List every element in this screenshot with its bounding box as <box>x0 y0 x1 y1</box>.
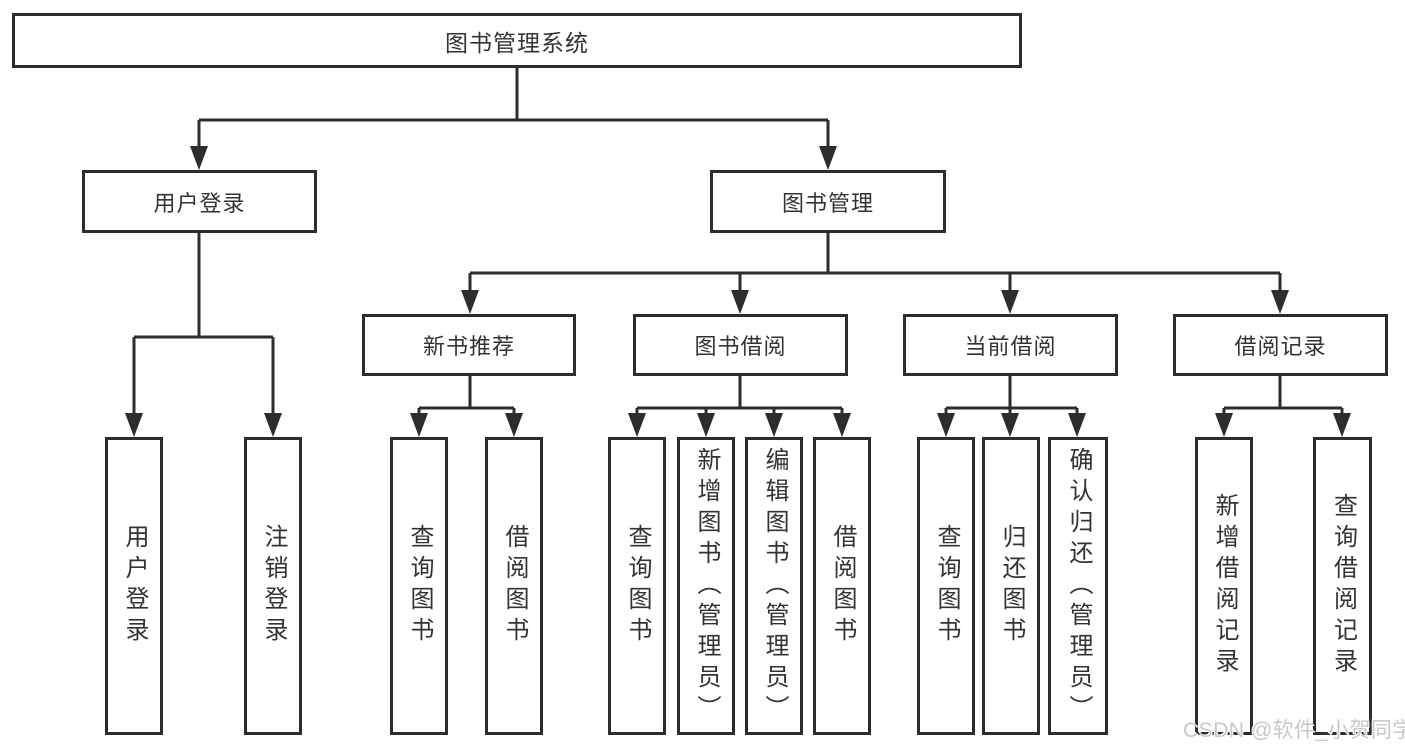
csdn-watermark: CSDN @软件_小贺同学 <box>1183 719 1405 742</box>
leaf-add-borrow-record: 新增借阅记录 <box>1195 437 1253 735</box>
leaf-query-books-recommend: 查询图书 <box>390 437 448 735</box>
arrowhead <box>1215 413 1233 437</box>
node-library-system: 图书管理系统 <box>12 13 1022 68</box>
arrowhead <box>505 413 523 437</box>
node-label: 用户登录 <box>153 190 246 216</box>
node-current-borrow: 当前借阅 <box>903 314 1118 376</box>
node-label: 归还图书 <box>998 524 1025 648</box>
node-label: 查询借阅记录 <box>1329 493 1357 679</box>
node-book-management: 图书管理 <box>710 170 946 233</box>
leaf-borrow-books: 借阅图书 <box>813 437 871 735</box>
node-label: 查询图书 <box>406 524 433 648</box>
node-label: 借阅图书 <box>829 524 856 648</box>
arrowhead <box>125 413 143 437</box>
arrowhead <box>264 413 282 437</box>
leaf-query-borrow-record: 查询借阅记录 <box>1313 437 1372 735</box>
node-label: 确认归还（管理员） <box>1065 446 1092 726</box>
leaf-add-book-admin: 新增图书（管理员） <box>677 437 735 735</box>
node-label: 图书管理系统 <box>445 29 589 56</box>
arrowhead <box>1333 413 1351 437</box>
node-label: 用户登录 <box>121 524 148 648</box>
arrowhead <box>190 146 208 170</box>
node-user-login: 用户登录 <box>82 170 317 233</box>
arrowhead <box>765 413 783 437</box>
node-label: 注销登录 <box>260 524 287 648</box>
arrowhead <box>731 290 749 314</box>
node-borrow-records: 借阅记录 <box>1173 314 1388 376</box>
arrowhead <box>1001 290 1019 314</box>
arrowhead <box>1068 413 1086 437</box>
arrowhead <box>1271 290 1289 314</box>
leaf-borrow-books-recommend: 借阅图书 <box>485 437 543 735</box>
node-book-borrow: 图书借阅 <box>633 314 848 376</box>
node-label: 新增图书（管理员） <box>693 446 720 726</box>
node-label: 图书借阅 <box>694 334 787 359</box>
arrowhead <box>1001 413 1019 437</box>
node-label: 借阅图书 <box>501 524 528 648</box>
leaf-logout: 注销登录 <box>244 437 302 735</box>
node-label: 新增借阅记录 <box>1211 493 1238 679</box>
arrowhead <box>937 413 955 437</box>
leaf-return-book: 归还图书 <box>982 437 1040 735</box>
arrowhead <box>410 413 428 437</box>
node-label: 新书推荐 <box>422 334 515 359</box>
arrowhead <box>833 413 851 437</box>
node-label: 查询图书 <box>624 524 651 648</box>
arrowhead <box>461 290 479 314</box>
arrowhead <box>819 146 837 170</box>
leaf-edit-book-admin: 编辑图书（管理员） <box>745 437 803 735</box>
node-new-book-recommend: 新书推荐 <box>362 314 576 376</box>
node-label: 编辑图书（管理员） <box>761 446 788 726</box>
arrowhead <box>697 413 715 437</box>
leaf-query-books-borrow: 查询图书 <box>608 437 666 735</box>
node-label: 查询图书 <box>933 524 960 648</box>
node-label: 借阅记录 <box>1234 334 1327 359</box>
leaf-user-login: 用户登录 <box>105 437 163 735</box>
leaf-confirm-return-admin: 确认归还（管理员） <box>1048 437 1108 735</box>
node-label: 当前借阅 <box>964 334 1057 359</box>
arrowhead <box>628 413 646 437</box>
leaf-query-books-current: 查询图书 <box>917 437 975 735</box>
node-label: 图书管理 <box>781 190 874 216</box>
